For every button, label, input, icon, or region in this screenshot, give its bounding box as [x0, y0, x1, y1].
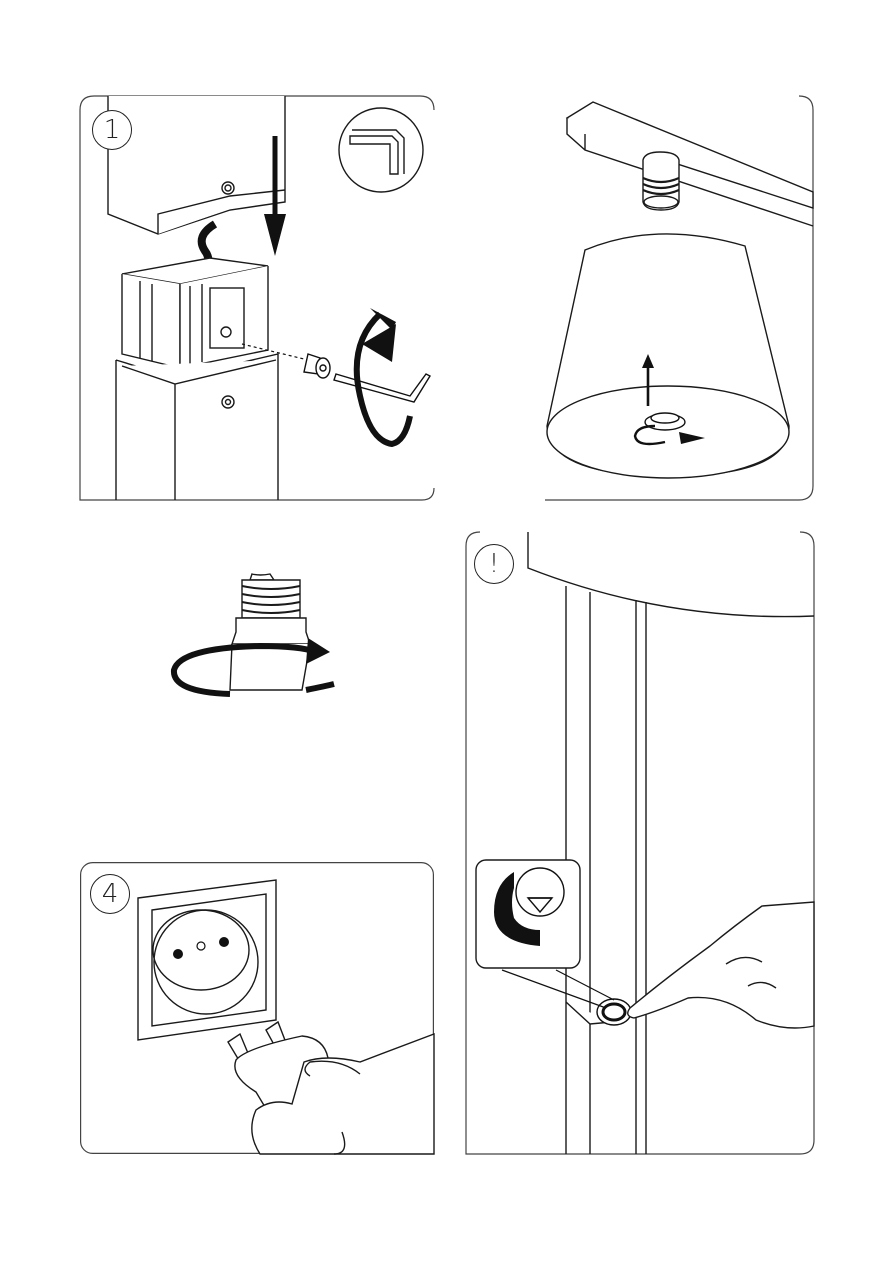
step-2-panel — [545, 96, 813, 500]
upper-tube — [108, 96, 285, 234]
lampshade-rim — [528, 532, 814, 617]
callout-lines — [502, 970, 614, 1008]
hand — [628, 902, 814, 1028]
tool-inset — [339, 108, 423, 192]
foot-switch — [597, 999, 631, 1025]
socket-holder — [643, 152, 679, 210]
screw-icon — [304, 354, 330, 378]
step-4-panel: 4 — [80, 862, 434, 1154]
warning-badge: ! — [474, 544, 514, 584]
wall-socket — [138, 880, 276, 1040]
ceiling-track — [567, 102, 813, 226]
step-1-illustration — [80, 96, 434, 500]
step-4-illustration — [80, 862, 434, 1154]
ring-nut — [645, 413, 685, 430]
step-1-panel: 1 — [80, 96, 434, 500]
step-3-illustration — [150, 560, 350, 710]
step-3-panel — [150, 560, 350, 710]
lampshade — [547, 234, 789, 478]
lower-tube — [116, 354, 278, 500]
step-number-badge: 4 — [90, 874, 130, 914]
step-2-illustration — [545, 96, 813, 500]
step-number-badge: 1 — [92, 110, 132, 150]
rotate-clockwise-arrow-icon — [357, 308, 410, 444]
callout-box — [476, 860, 580, 968]
panel-border — [466, 532, 814, 1154]
step-5-panel: ! — [466, 532, 814, 1154]
connector-block — [122, 258, 268, 368]
allen-key-icon — [334, 374, 430, 402]
step-5-illustration — [466, 532, 814, 1154]
bulb-base — [230, 574, 310, 690]
